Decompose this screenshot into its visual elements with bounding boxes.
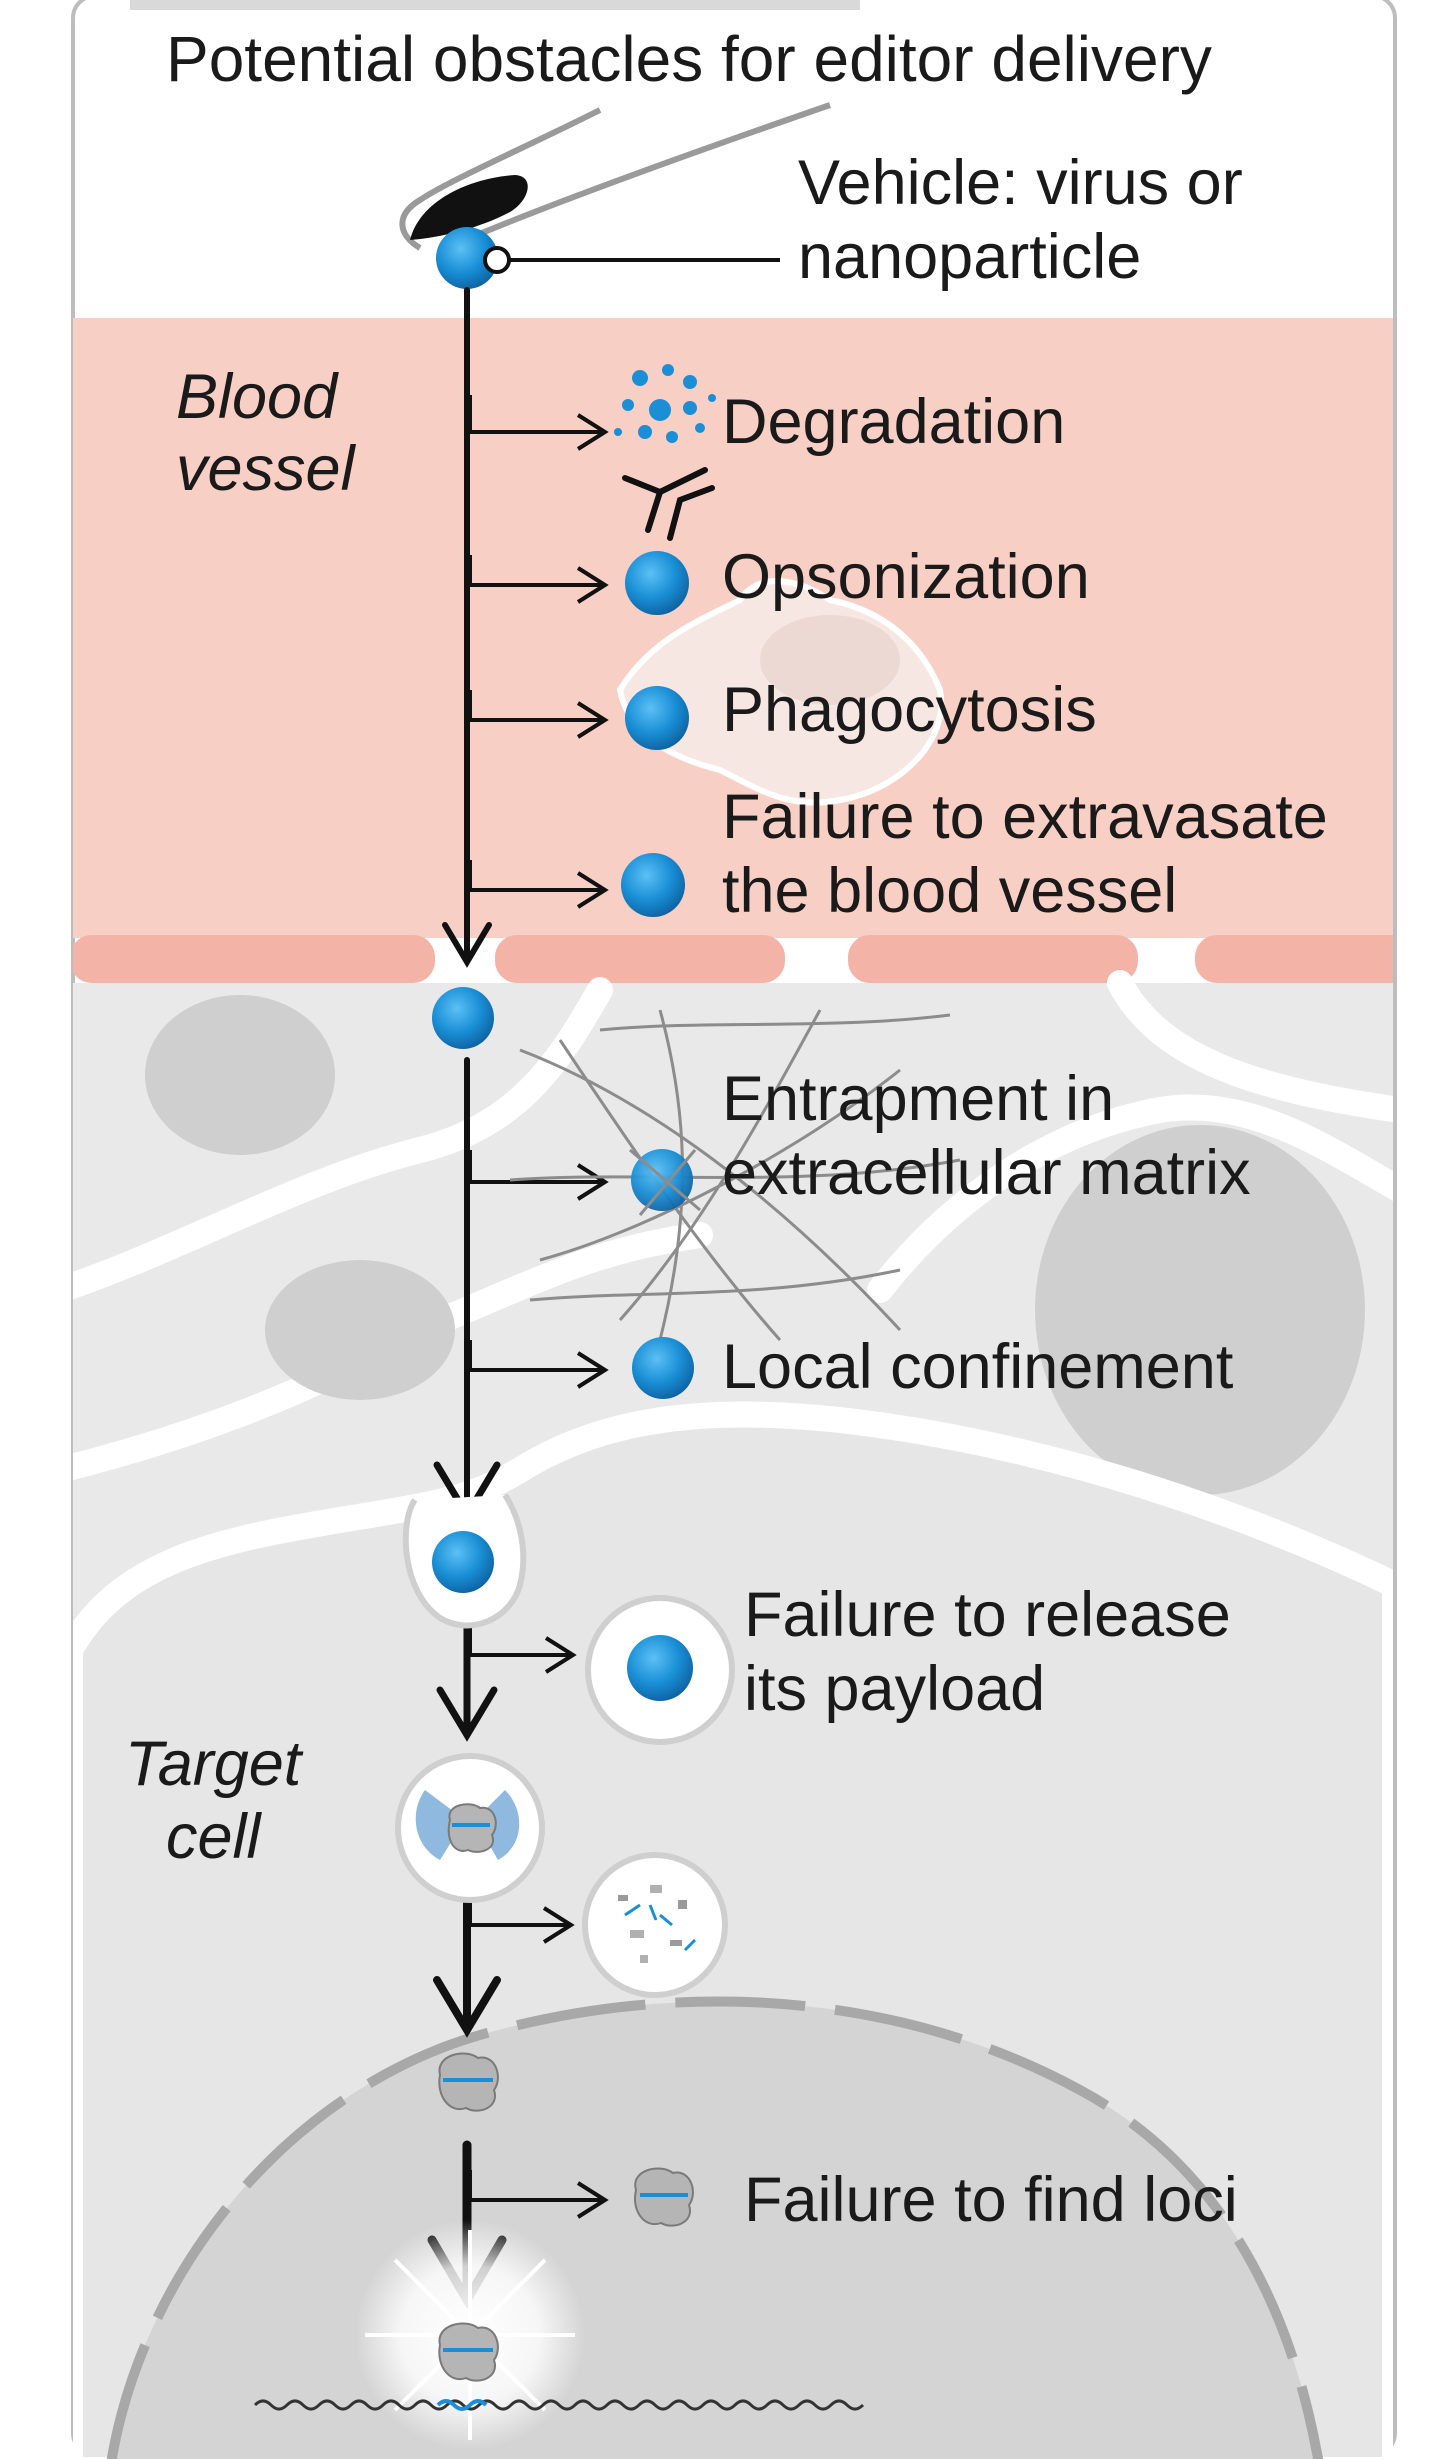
editor-complex-icon [447,1803,497,1853]
nuclear-envelope [106,1996,1324,2459]
extravasate-label-line1: Failure to extravasate [722,782,1328,852]
degradation-label: Degradation [722,387,1066,457]
blood-vessel-label-line2: vessel [176,434,355,504]
release-shell-left [415,1790,465,1860]
loci-label: Failure to find loci [744,2165,1238,2235]
extravasated-particle [432,987,494,1049]
antibody-icon [622,467,715,541]
degraded-payload-vesicle [582,1852,728,1998]
lost-editor-icon [633,2167,694,2227]
degraded-fragments-icon [618,1885,697,1963]
blood-vessel-label-line1: Blood [176,362,338,432]
non-extravasated-particle [621,853,685,917]
confined-particle [632,1337,694,1399]
ecm-label-line1: Entrapment in [722,1064,1115,1134]
trapped-payload-particle [627,1635,693,1701]
release-shell-right [475,1790,520,1860]
ecm-label-line2: extracellular matrix [722,1138,1251,1208]
target-cell-label-line1: Target [125,1729,302,1799]
target-cell-label-line2: cell [166,1802,261,1872]
entrapment-fibers-over [629,1148,701,1216]
opsonized-particle [625,551,689,615]
target-editor-icon [438,2322,499,2382]
phagocytosed-particle [625,686,689,750]
target-locus-icon [436,2399,488,2411]
vessel-wall [73,935,1393,983]
phagocytosis-label: Phagocytosis [722,675,1097,745]
vehicle-label-line2: nanoparticle [798,222,1142,292]
opsonization-label: Opsonization [722,542,1090,612]
confinement-label: Local confinement [722,1332,1234,1402]
vehicle-label-line1: Vehicle: virus or [798,148,1243,218]
vehicle-pointer-dot [483,246,511,274]
top-gray-bar [130,0,860,10]
injection-needle [399,102,831,251]
degradation-fragments-icon [614,364,716,443]
tissue-nuclei [145,995,1365,1495]
branch-arrows [468,395,609,2219]
genomic-dna-icon [253,2399,865,2411]
nuclear-editor-icon [438,2052,499,2112]
payload-label-line1: Failure to release [744,1580,1231,1650]
phagocyte-nucleus [760,615,900,705]
vehicle-particle [436,227,498,289]
extravasate-label-line2: the blood vessel [722,856,1178,926]
tissue-cell-borders [73,970,1393,1481]
payload-label-line2: its payload [744,1654,1046,1724]
figure-title: Potential obstacles for editor delivery [166,23,1212,95]
endocytosed-particle [432,1531,494,1593]
